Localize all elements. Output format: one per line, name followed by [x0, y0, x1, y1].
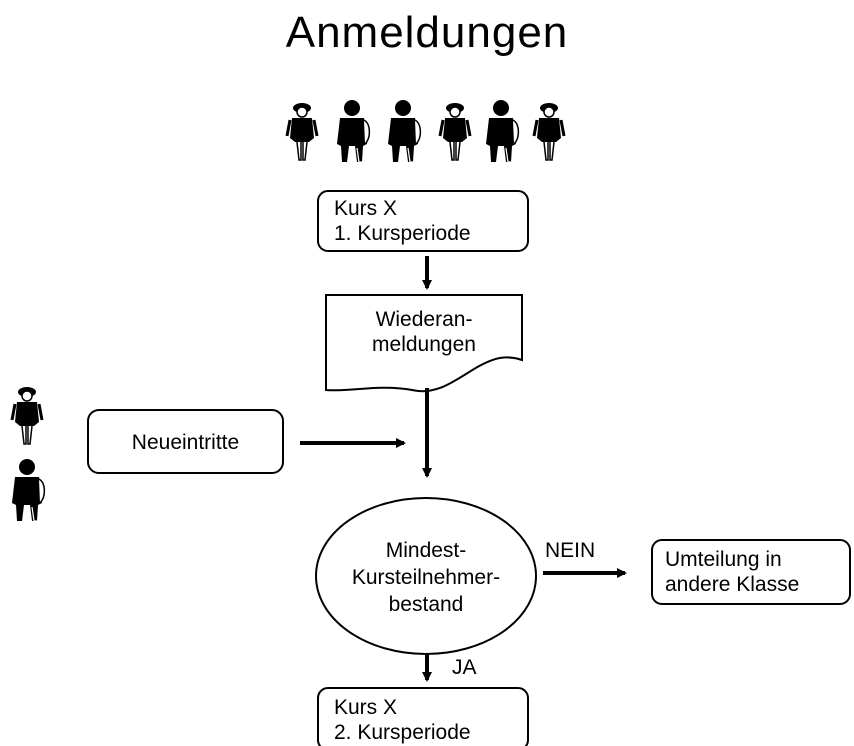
kurs-x-2-line2: 2. Kursperiode [334, 721, 471, 744]
neueintritte-label: Neueintritte [131, 431, 240, 454]
umteilung-line1: Umteilung in [665, 548, 782, 571]
wiederanmeldungen-document [325, 294, 523, 393]
umteilung-line2: andere Klasse [665, 573, 800, 596]
woman-icon [285, 101, 319, 162]
woman-icon [532, 101, 566, 162]
kurs-x-1-line2: 1. Kursperiode [334, 222, 471, 245]
page-title: Anmeldungen [285, 8, 569, 57]
wiederanmeldungen-line2: meldungen [372, 333, 476, 356]
kurs-x-1-line1: Kurs X [334, 197, 398, 220]
kurs-x-1-box [317, 190, 529, 252]
kurs-x-2-line1: Kurs X [334, 696, 398, 719]
ja-label: JA [452, 656, 477, 679]
man-icon [11, 458, 46, 522]
decision-label: Mindest- Kursteilnehmer- bestand [316, 537, 536, 618]
kurs-x-2-label: Kurs X 2. Kursperiode [334, 695, 471, 745]
decision-line2: Kursteilnehmer- [351, 566, 501, 589]
kurs-x-1-label: Kurs X 1. Kursperiode [334, 196, 471, 246]
woman-icon [10, 385, 44, 446]
wiederanmeldungen-label: Wiederan- meldungen [326, 307, 522, 357]
neueintritte-box [87, 409, 284, 474]
decision-line1: Mindest- [385, 539, 467, 562]
kurs-x-2-box [317, 687, 529, 746]
umteilung-label: Umteilung in andere Klasse [665, 547, 799, 597]
woman-icon [438, 101, 472, 162]
man-icon [485, 99, 520, 163]
man-icon [387, 99, 422, 163]
man-icon [336, 99, 371, 163]
decision-line3: bestand [388, 593, 464, 616]
nein-label: NEIN [545, 539, 596, 562]
wiederanmeldungen-line1: Wiederan- [375, 308, 473, 331]
umteilung-box [651, 539, 851, 605]
